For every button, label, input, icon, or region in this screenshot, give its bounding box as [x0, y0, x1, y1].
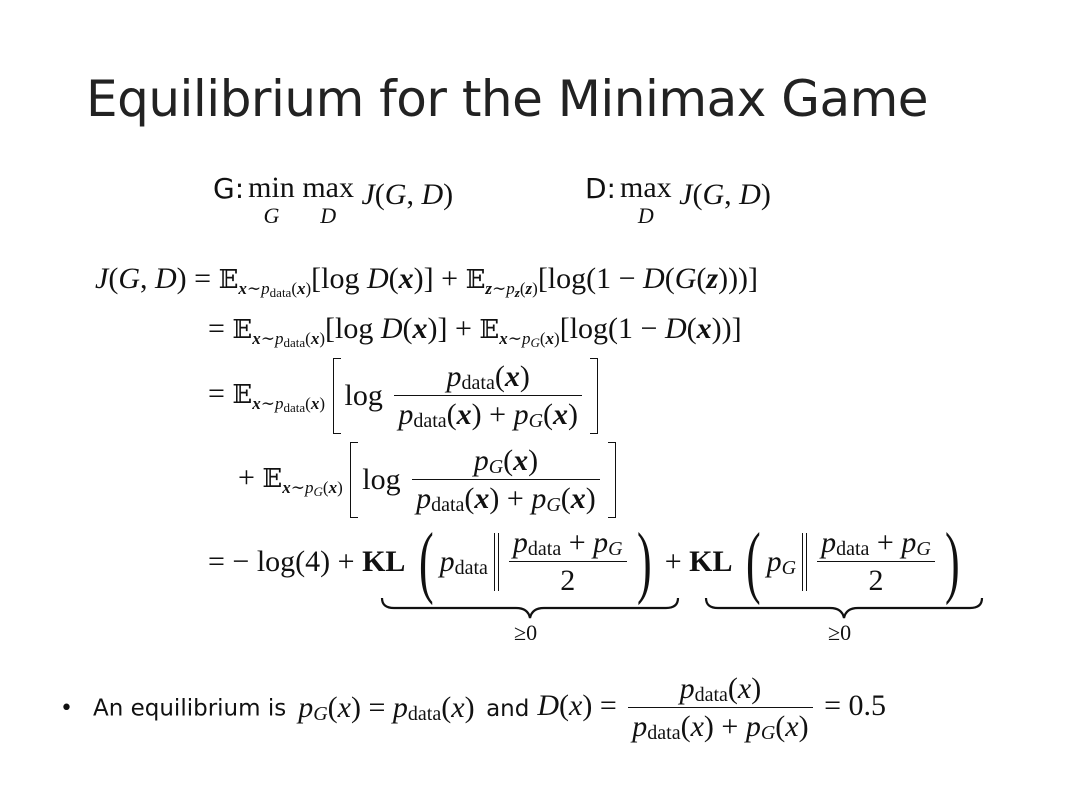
underbrace-label-1: ≥0: [514, 620, 538, 645]
discriminator-label: D:: [585, 172, 616, 205]
slide-title: Equilibrium for the Minimax Game: [86, 70, 929, 128]
underbrace-2: [704, 597, 984, 619]
underbrace-1: [380, 597, 680, 619]
equation-line-1: J(G, D) = 𝔼x∼pdata(x)[log D(x)] + 𝔼z∼pz(…: [95, 262, 759, 300]
bullet-dot: •: [60, 696, 73, 721]
bullet-text-1: An equilibrium is: [92, 695, 287, 722]
equation-line-3: = 𝔼x∼pdata(x) log pdata(x) pdata(x) + pG…: [208, 358, 599, 434]
underbrace-label-2: ≥0: [828, 620, 852, 645]
equation-line-5: = − log(4) + KL (pdata pdata + pG 2 ) + …: [208, 518, 960, 606]
bullet-expr-1: pG(x) = pdata(x): [298, 691, 483, 725]
equilibrium-bullet: • An equilibrium is pG(x) = pdata(x) and…: [60, 672, 886, 745]
generator-label: G:: [213, 172, 245, 205]
equation-line-2: = 𝔼x∼pdata(x)[log D(x)] + 𝔼x∼pG(x)[log(1…: [208, 312, 742, 350]
bullet-text-2: and: [486, 695, 530, 722]
bullet-expr-2: D(x) = pdata(x) pdata(x) + pG(x) = 0.5: [537, 672, 887, 744]
equation-line-4: + 𝔼x∼pG(x) log pG(x) pdata(x) + pG(x): [238, 442, 616, 518]
